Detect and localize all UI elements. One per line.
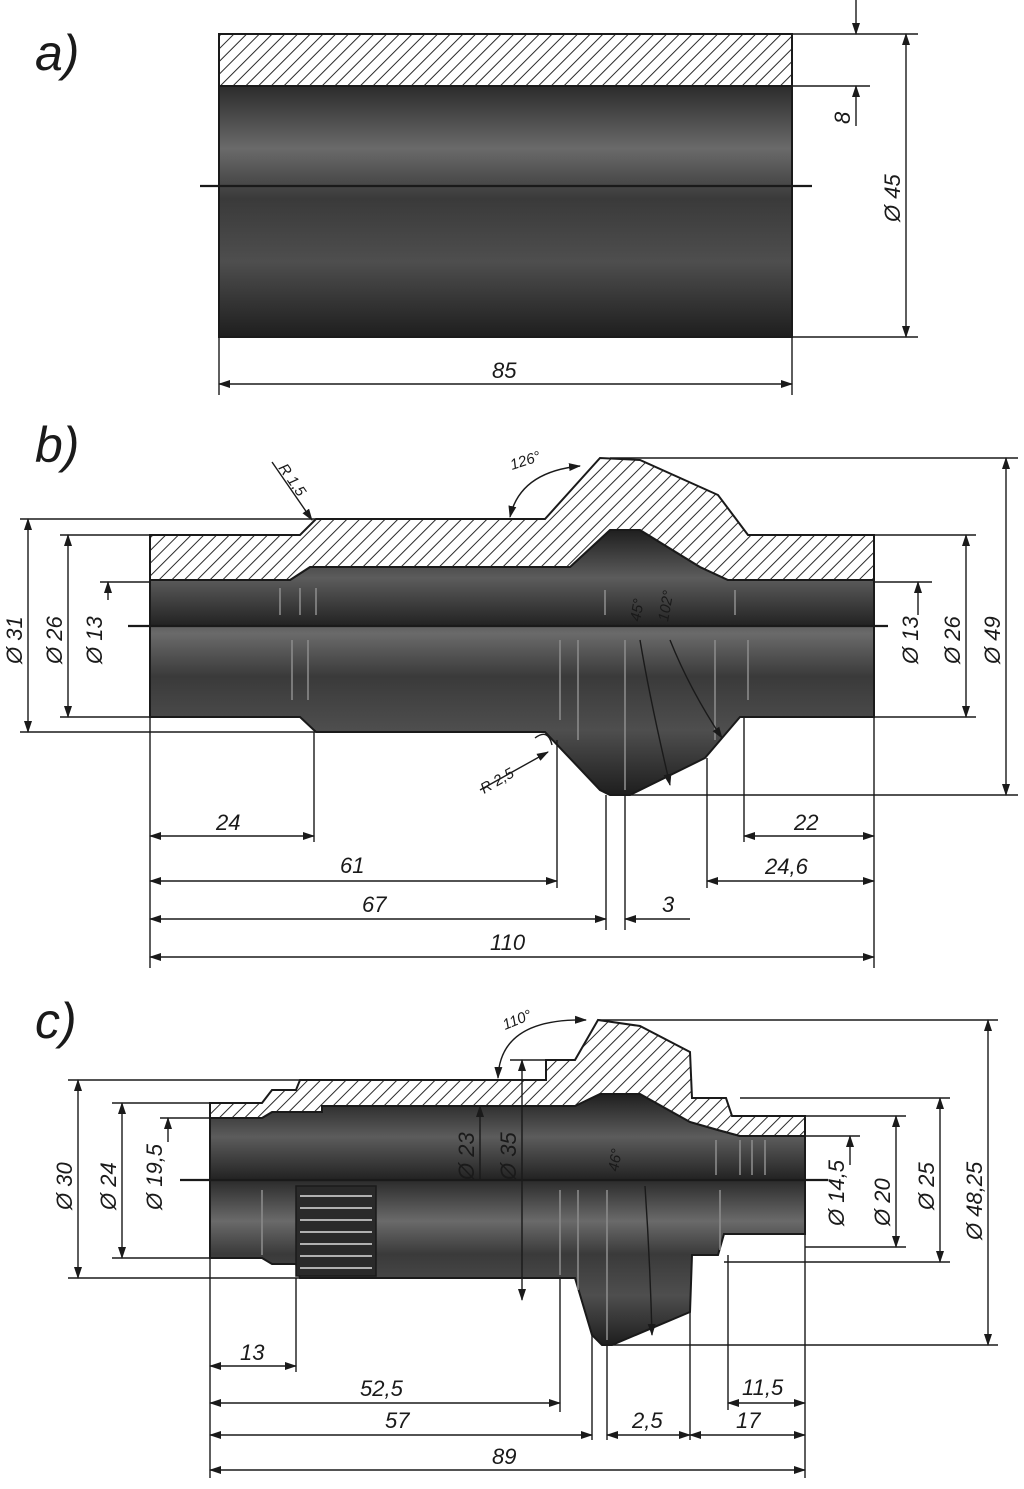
c-dia-23-label: Ø 23: [454, 1132, 479, 1181]
grooves-c: [261, 1140, 766, 1340]
shaft-c-section: [209, 1018, 806, 1137]
c-dia-25-label: Ø 25: [914, 1162, 939, 1211]
panel-c: c): [35, 993, 998, 1478]
angle-126-label: 126°: [508, 448, 543, 474]
c-len-57-label: 57: [385, 1408, 410, 1433]
length-85-label: 85: [492, 358, 517, 383]
radius-1-5-label: R 1,5: [275, 461, 310, 501]
c-len-11-5-label: 11,5: [742, 1375, 784, 1400]
c-len-89-label: 89: [492, 1444, 516, 1469]
c-dia-35-label: Ø 35: [496, 1132, 521, 1181]
b-len-24-6-label: 24,6: [764, 854, 809, 879]
angle-arc-46: [644, 1185, 656, 1336]
radius-2-5-leader: [479, 751, 549, 791]
diameter-45-label: Ø 45: [880, 174, 905, 223]
b-dia-13-right-label: Ø 13: [898, 616, 923, 665]
b-len-61-label: 61: [340, 853, 364, 878]
panel-b-label: b): [35, 417, 79, 473]
dim-diameter-45: Ø 45: [792, 33, 918, 338]
b-dia-31-label: Ø 31: [2, 616, 27, 665]
b-dia-49-label: Ø 49: [980, 616, 1005, 665]
angle-102-label: 102°: [655, 589, 677, 623]
radius-2-5-label: R 2,5: [478, 764, 518, 797]
dims-c-right: Ø 14,5 Ø 20 Ø 25 Ø 48,25: [598, 1019, 998, 1346]
dims-b-length: 24 22 61 24,6 67 3 110: [149, 717, 875, 968]
c-dia-14-5-label: Ø 14,5: [824, 1159, 849, 1227]
angle-arc-126: [508, 463, 581, 518]
radius-1-5-leader: [271, 461, 313, 521]
c-dia-24-label: Ø 24: [96, 1162, 121, 1211]
b-dia-26-right-label: Ø 26: [940, 616, 965, 665]
dims-c-inner: Ø 23 Ø 35: [454, 1059, 560, 1301]
spline-teeth: [295, 1185, 377, 1277]
angle-arc-110: [494, 1015, 587, 1079]
radius-2-5-arc: [534, 733, 553, 746]
c-len-2-5-label: 2,5: [631, 1408, 663, 1433]
c-len-17-label: 17: [736, 1408, 761, 1433]
c-dia-48-25-label: Ø 48,25: [962, 1161, 987, 1241]
b-len-22-label: 22: [793, 810, 818, 835]
angle-arc-45: [639, 639, 672, 786]
angle-arc-102: [669, 639, 723, 739]
panel-a: a) 8 Ø 45 85: [35, 0, 918, 395]
dim-wall-thickness: 8: [792, 0, 870, 126]
c-len-13-label: 13: [240, 1340, 265, 1365]
tube-bore: [218, 85, 793, 338]
grooves-b: [279, 588, 749, 790]
shaft-b-section: [149, 456, 875, 581]
c-dia-30-label: Ø 30: [52, 1162, 77, 1211]
dims-b-right: Ø 13 Ø 26 Ø 49: [610, 457, 1018, 796]
tube-wall-section: [218, 33, 793, 87]
b-len-3-label: 3: [662, 892, 675, 917]
c-dia-19-5-label: Ø 19,5: [142, 1143, 167, 1211]
angle-45-label: 45°: [627, 597, 648, 622]
dim-length-85: 85: [218, 337, 793, 395]
c-len-52-5-label: 52,5: [360, 1376, 404, 1401]
b-len-67-label: 67: [362, 892, 387, 917]
panel-a-label: a): [35, 25, 79, 81]
b-dia-13-left-label: Ø 13: [82, 616, 107, 665]
angle-46-label: 46°: [605, 1147, 626, 1172]
dims-c-left: Ø 30 Ø 24 Ø 19,5: [52, 1079, 300, 1279]
c-dia-20-label: Ø 20: [870, 1178, 895, 1227]
panel-c-label: c): [35, 993, 77, 1049]
dims-b-left: Ø 31 Ø 26 Ø 13: [2, 518, 316, 733]
panel-b: b) 126° 45° 102°: [2, 417, 1018, 968]
dims-c-length: 13 52,5 11,5 57 2,5 17 89: [209, 1234, 806, 1478]
b-dia-26-left-label: Ø 26: [42, 616, 67, 665]
wall-thickness-label: 8: [830, 111, 855, 124]
b-len-24-label: 24: [215, 810, 240, 835]
b-len-110-label: 110: [490, 930, 526, 955]
